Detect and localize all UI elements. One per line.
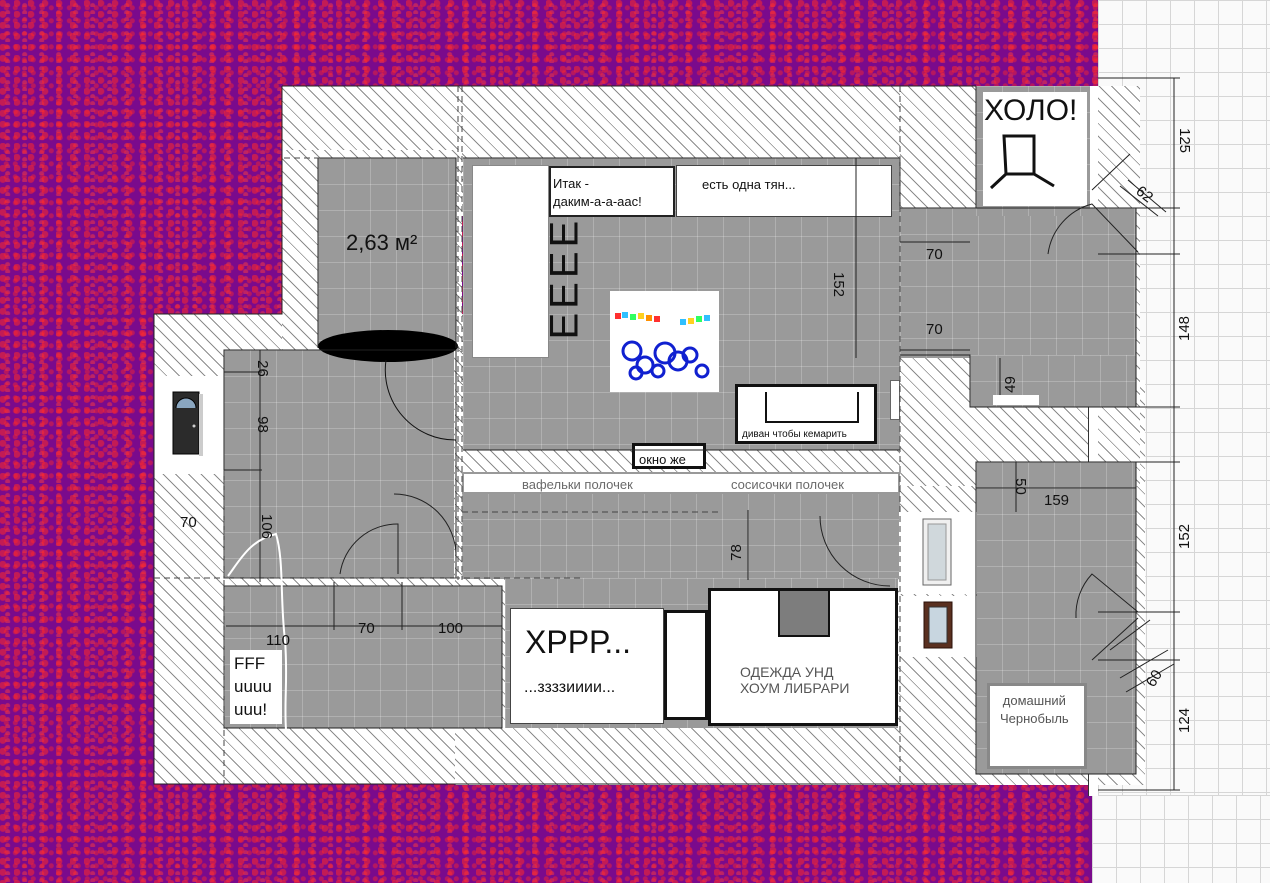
dim-26: 26 (253, 360, 271, 377)
dim-159: 159 (1044, 492, 1070, 509)
scribble-drawing (615, 312, 710, 381)
entrance-door-icon (172, 391, 203, 456)
chernobyl-label: домашний Чернобыль (1000, 693, 1069, 726)
dim-106: 106 (258, 513, 276, 540)
hrrr-title: ХРРР... (525, 624, 631, 660)
tyan-sign: есть одна тян... (702, 177, 796, 192)
letters-sign-box (472, 165, 549, 358)
itak-sign: Итак - даким-а-а-аас! (553, 176, 642, 209)
holo-label: ХОЛО! (984, 94, 1078, 127)
shelf-right-label: сосисочки полочек (731, 477, 844, 492)
shelf-left-label: вафельки полочек (522, 477, 633, 492)
dim-49: 49 (1001, 376, 1019, 393)
grid-lower (1092, 795, 1270, 883)
window-label-box (632, 443, 706, 469)
dim-100: 100 (438, 620, 464, 637)
itak-sign-box (549, 166, 675, 217)
dim-110: 110 (266, 632, 290, 649)
shelf-strip (462, 472, 900, 494)
dim-124: 124 (1176, 707, 1194, 734)
dim-78: 78 (727, 544, 745, 561)
sofa-label: диван чтобы кемарить (742, 429, 847, 440)
narrow-cabinet (664, 610, 708, 720)
wardrobe-inner-block (778, 589, 830, 637)
wardrobe-label: ОДЕЖДА УНД ХОУМ ЛИБРАРИ (740, 664, 850, 696)
floor-storage-small (318, 158, 456, 348)
sofa-outline (765, 392, 859, 423)
fff-box (230, 650, 282, 724)
dim-70-left: 70 (180, 514, 197, 531)
dim-70-bottom: 70 (358, 620, 375, 637)
dim-148: 148 (1176, 315, 1194, 342)
floor-right-upper-strip (970, 355, 1136, 407)
chernobyl-box (987, 683, 1087, 769)
fff-label: FFF uuuu uuu! (234, 654, 272, 719)
window-icon (923, 601, 953, 649)
window-label: окно же (639, 452, 686, 467)
hrrr-box (510, 608, 664, 724)
floor-corridor-middle (462, 493, 900, 579)
mirror-icon (922, 518, 952, 586)
dim-125: 125 (1176, 127, 1194, 154)
floor-right-upper-room (900, 208, 1136, 358)
black-oval-marker (318, 330, 458, 362)
dim-152-right: 152 (1176, 523, 1194, 550)
dim-152-center: 152 (830, 271, 848, 298)
holo-chair-icon (989, 134, 1055, 190)
dim-50: 50 (1011, 478, 1029, 495)
floor-hallway (224, 350, 454, 578)
sofa-box (735, 384, 877, 444)
right-outer-wall (1088, 86, 1098, 796)
hrrr-sub: ...ззззииии... (524, 679, 616, 696)
area-label: 2,63 м² (346, 230, 418, 255)
dim-98: 98 (253, 416, 271, 433)
dim-70-top: 70 (926, 246, 943, 263)
dim-70-mid: 70 (926, 321, 943, 338)
